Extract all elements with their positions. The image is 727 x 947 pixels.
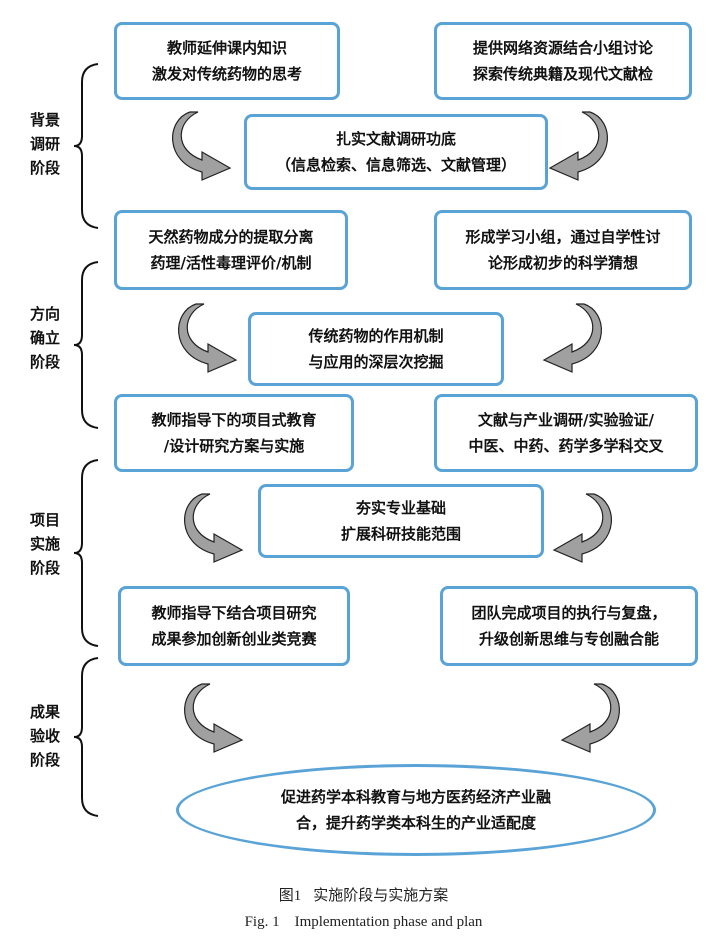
stage-label-background-research: 背景调研阶段 [29,111,60,177]
curved-arrow-left-icon [178,303,238,373]
stage-label-project-implementation: 项目实施阶段 [29,511,60,577]
box-professional-foundation: 夯实专业基础扩展科研技能范围 [258,484,544,558]
stage-bracket [73,459,99,647]
stage-label-direction-setting: 方向确立阶段 [29,305,60,371]
box-innovation-competition: 教师指导下结合项目研究成果参加创新创业类竞赛 [118,586,350,666]
box-teacher-extend-knowledge: 教师延伸课内知识激发对传统药物的思考 [114,22,340,100]
figure-title-cn: 实施阶段与实施方案 [313,888,449,904]
box-literature-research-skills: 扎实文献调研功底（信息检索、信息筛选、文献管理） [244,114,548,190]
figure-caption-en: Fig. 1 Implementation phase and plan [244,914,483,930]
box-industry-research-validation: 文献与产业调研/实验验证/中医、中药、药学多学科交叉 [434,394,698,472]
figure-caption-cn: 图1 实施阶段与实施方案 [0,884,727,905]
curved-arrow-left-icon [184,493,244,563]
curved-arrow-left-icon [172,111,232,181]
curved-arrow-right-icon [542,303,602,373]
box-natural-product-extraction: 天然药物成分的提取分离药理/活性毒理评价/机制 [114,210,348,290]
box-project-based-education: 教师指导下的项目式教育/设计研究方案与实施 [114,394,354,472]
box-network-resources-discussion: 提供网络资源结合小组讨论探索传统典籍及现代文献检 [434,22,692,100]
curved-arrow-right-icon [552,493,612,563]
stage-bracket [73,261,99,429]
curved-arrow-right-icon [548,111,608,181]
curved-arrow-left-icon [184,683,244,753]
figure-number: 图1 [278,888,302,904]
stage-bracket [73,657,99,817]
final-goal-oval: 促进药学本科教育与地方医药经济产业融合，提升药学类本科生的产业适配度 [176,764,656,856]
box-mechanism-mining: 传统药物的作用机制与应用的深层次挖掘 [248,312,504,386]
stage-label-result-acceptance: 成果验收阶段 [29,703,60,769]
curved-arrow-right-icon [560,683,620,753]
box-study-group-hypothesis: 形成学习小组，通过自学性讨论形成初步的科学猜想 [434,210,692,290]
stage-bracket [73,63,99,229]
box-team-execution-review: 团队完成项目的执行与复盘，升级创新思维与专创融合能 [440,586,698,666]
